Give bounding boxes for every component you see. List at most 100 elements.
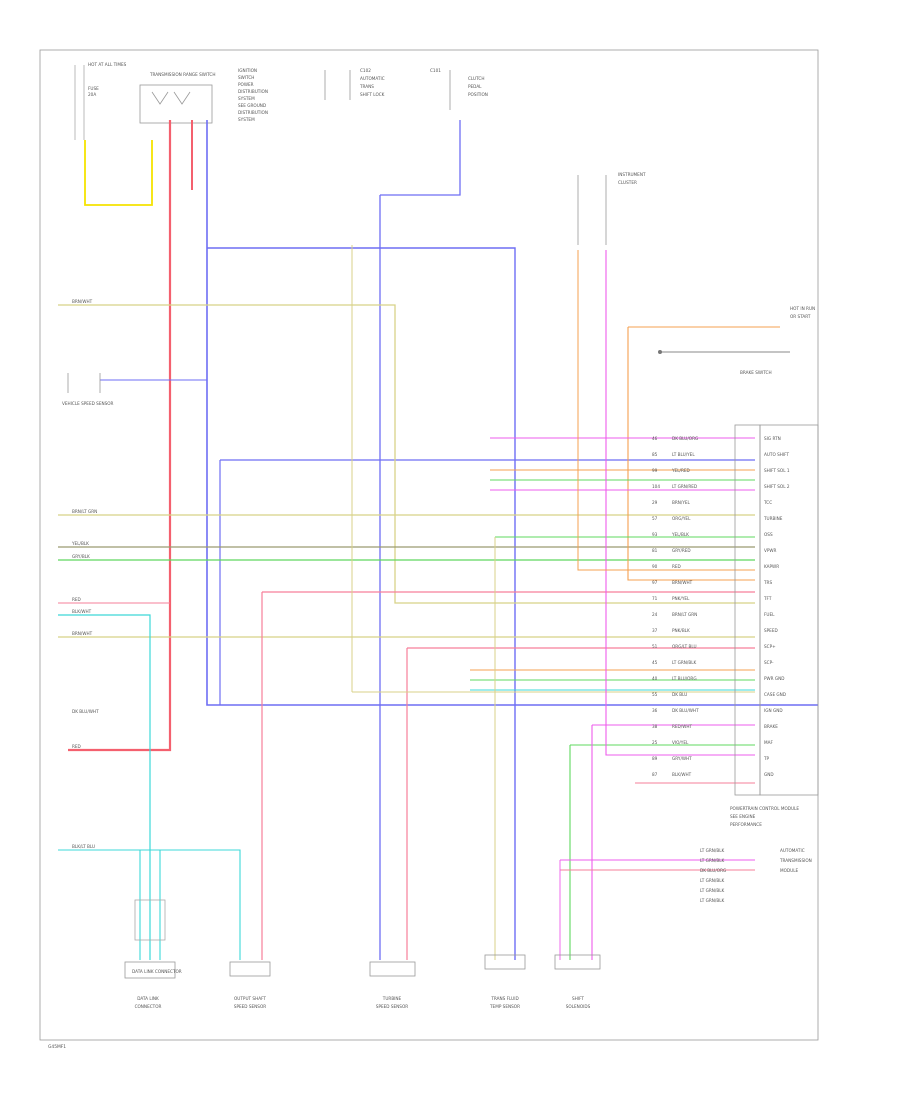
- pcm-pin-function: TP: [763, 756, 770, 761]
- pcm-pin-color: DK BLU: [672, 692, 687, 697]
- pcm-pin-number: 46: [652, 436, 658, 441]
- wire-green-5: [569, 744, 755, 960]
- left-wire-label: BRN/LT GRN: [72, 509, 97, 514]
- wire-cyan-4: [139, 850, 161, 960]
- svg-text:SWITCH: SWITCH: [238, 75, 254, 80]
- svg-text:PERFORMANCE: PERFORMANCE: [730, 822, 762, 827]
- c101-label: C101: [430, 68, 441, 73]
- left-wire-label: RED: [72, 597, 81, 602]
- pcm-pin-function: TRS: [763, 580, 772, 585]
- wire-gray-2: [351, 245, 755, 693]
- pcm-pin-number: 25: [652, 740, 658, 745]
- pcm-pin-number: 29: [652, 500, 658, 505]
- svg-text:SHIFT LOCK: SHIFT LOCK: [360, 92, 385, 97]
- svg-text:DISTRIBUTION: DISTRIBUTION: [238, 110, 268, 115]
- wire-olive-1: [58, 304, 755, 604]
- left-wire-label: BRN/WHT: [72, 299, 93, 304]
- bottom-component-line2: SOLENOIDS: [566, 1004, 591, 1009]
- svg-text:FUSE: FUSE: [88, 86, 99, 91]
- pcm-pin-function: MAF: [764, 740, 773, 745]
- pcm-pin-function: TFT: [763, 596, 772, 601]
- pcm-pin-color: YEL/RED: [671, 468, 690, 473]
- pcm-pin-color: VIO/YEL: [672, 740, 689, 745]
- c102-connector: C102 AUTOMATIC TRANS SHIFT LOCK: [324, 68, 385, 100]
- pcm-pin-number: 90: [652, 564, 658, 569]
- pcm-pin-function: BRAKE: [764, 724, 778, 729]
- wire-magenta-6: [559, 859, 755, 960]
- pcm-pin-function: SPEED: [764, 628, 778, 633]
- svg-text:POWER: POWER: [238, 82, 254, 87]
- wire-blue-2: [207, 247, 516, 960]
- bottom-plugs: DATA LINK CONNECTOR: [124, 899, 601, 979]
- wire-blue-3: [380, 120, 461, 196]
- bottom-component-line1: DATA LINK: [137, 996, 159, 1001]
- brake-switch: HOT IN RUN OR START BRAKE SWITCH: [658, 306, 815, 375]
- pcm-pin-function: VPWR: [764, 548, 777, 553]
- c101-connector: C101 CLUTCH PEDAL POSITION: [430, 68, 488, 110]
- pcm-pin-color: LT BLU/ORG: [672, 676, 697, 681]
- pcm-pin-color: RED: [672, 564, 681, 569]
- left-wire-label: YEL/BLK: [71, 541, 89, 546]
- svg-text:PEDAL: PEDAL: [468, 84, 482, 89]
- pcm-pin-color: RED/WHT: [672, 724, 692, 729]
- pcm-pin-color: BRN/WHT: [672, 580, 693, 585]
- svg-text:AUTOMATIC: AUTOMATIC: [780, 848, 805, 853]
- svg-text:HOT IN RUN: HOT IN RUN: [790, 306, 815, 311]
- pcm-pin-color: GRY/RED: [672, 548, 691, 553]
- pcm-pin-function: FUEL: [764, 612, 775, 617]
- wire-cyan-3: [58, 849, 241, 960]
- svg-text:AUTOMATIC: AUTOMATIC: [360, 76, 385, 81]
- pcm-pin-number: 81: [652, 548, 658, 553]
- wire-yellow: [84, 140, 153, 206]
- instrument-cluster: INSTRUMENT CLUSTER: [577, 172, 646, 245]
- svg-text:TRANS: TRANS: [359, 84, 374, 89]
- left-wire-label: BLK/LT BLU: [72, 844, 95, 849]
- wire-pink-2: [261, 591, 755, 960]
- svg-text:LT GRN/BLK: LT GRN/BLK: [700, 848, 725, 853]
- pcm-pin-color: LT GRN/BLK: [672, 660, 697, 665]
- pcm-pin-color: BLK/WHT: [672, 772, 692, 777]
- pcm-pin-color: DK BLU/WHT: [672, 708, 699, 713]
- bottom-component-line1: TURBINE: [382, 996, 402, 1001]
- svg-text:SYSTEM: SYSTEM: [238, 96, 255, 101]
- pcm-pin-function: SIG RTN: [764, 436, 781, 441]
- pcm-pin-function: IGN GND: [764, 708, 783, 713]
- pcm-pin-color: BRN/LT GRN: [672, 612, 697, 617]
- svg-text:IGNITION: IGNITION: [238, 68, 257, 73]
- pcm-pin-color: DK BLU/ORG: [672, 436, 698, 441]
- left-wire-label: RED: [72, 744, 81, 749]
- pcm-pin-number: 55: [652, 692, 658, 697]
- pcm-title: POWERTRAIN CONTROL MODULE: [730, 806, 799, 811]
- left-wire-label: BRN/WHT: [72, 631, 93, 636]
- pcm-pin-function: SCP-: [764, 660, 774, 665]
- wire-red-main: [68, 120, 172, 752]
- svg-text:LT GRN/BLK: LT GRN/BLK: [700, 878, 725, 883]
- svg-text:CLUSTER: CLUSTER: [618, 180, 637, 185]
- svg-text:INSTRUMENT: INSTRUMENT: [618, 172, 646, 177]
- pcm-pin-function: SHIFT SOL 1: [764, 468, 790, 473]
- pcm-legend-rows: LT GRN/BLK LT GRN/BLK DK BLU/ORG LT GRN/…: [700, 848, 812, 903]
- pcm-pin-number: 45: [652, 660, 658, 665]
- transmission-range-switch: TRANSMISSION RANGE SWITCH: [139, 72, 216, 124]
- pcm-module-outline: [759, 424, 819, 796]
- hot-label: HOT AT ALL TIMES: [88, 62, 127, 67]
- pcm-pin-number: 36: [652, 708, 658, 713]
- svg-text:20A: 20A: [88, 92, 96, 97]
- wire-orange-4: [577, 250, 755, 571]
- hot-at-all-times-fuse: HOT AT ALL TIMES FUSE 20A: [74, 62, 127, 140]
- pcm-pin-function: TCC: [763, 500, 772, 505]
- wire-magenta-3: [406, 647, 755, 960]
- trs-label: TRANSMISSION RANGE SWITCH: [149, 72, 216, 77]
- pcm-pin-number: 104: [652, 484, 660, 489]
- pcm-pin-number: 37: [652, 628, 658, 633]
- svg-text:LT GRN/BLK: LT GRN/BLK: [700, 858, 725, 863]
- speed-sensor-label: VEHICLE SPEED SENSOR: [62, 401, 114, 406]
- pcm-pin-number: 85: [652, 452, 658, 457]
- brake-switch-label: BRAKE SWITCH: [740, 370, 772, 375]
- pcm-pin-number: 71: [652, 596, 658, 601]
- pcm-pin-function: CASE GND: [764, 692, 786, 697]
- left-wire-label: GRY/BLK: [72, 554, 90, 559]
- pcm-pin-number: 89: [652, 756, 658, 761]
